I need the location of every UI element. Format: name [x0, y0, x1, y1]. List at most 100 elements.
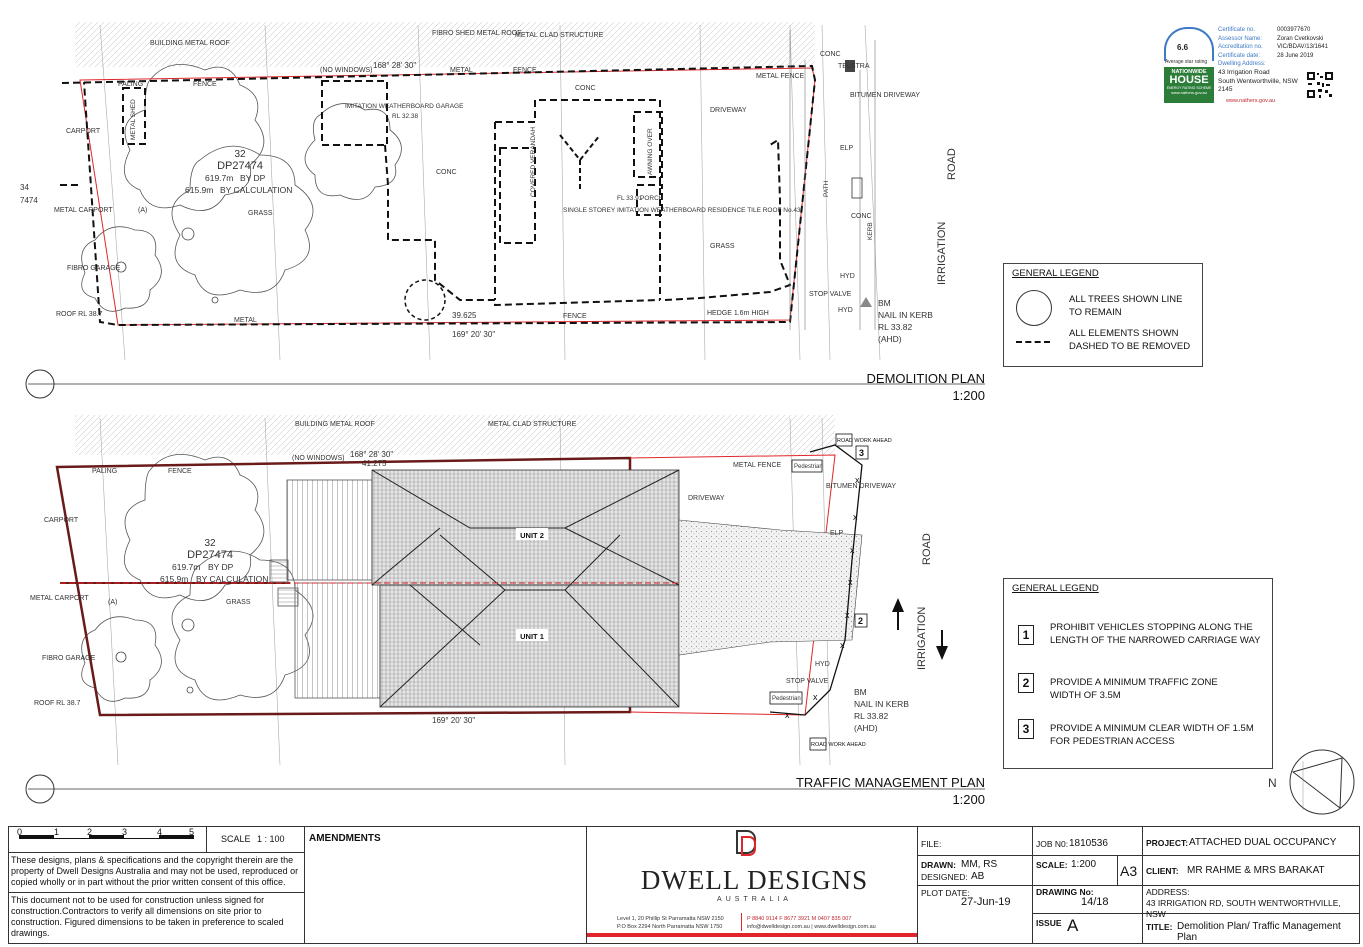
plan-label: IMITATION WEATHERBOARD GARAGE	[345, 103, 464, 110]
plan-label: PORCH	[640, 195, 664, 202]
rating-value: 6.6	[1177, 43, 1189, 52]
road-work-sign: ROAD WORK AHEAD	[837, 438, 892, 444]
driveway-area	[678, 519, 863, 656]
plan-label: METAL CLAD STRUCTURE	[488, 421, 577, 428]
tree-group	[81, 64, 446, 321]
deck	[286, 479, 373, 581]
plan-label: BUILDING METAL ROOF	[150, 40, 230, 47]
scale-value: 1 : 100	[257, 834, 285, 844]
irrigation-label-2: IRRIGATION	[916, 607, 928, 670]
title-value: Demolition Plan/ Traffic Management Plan	[1177, 921, 1341, 943]
pedestrian-sign: Pedestrian	[772, 696, 801, 702]
plan-label: CONC	[851, 213, 872, 220]
neighbour-hatch	[75, 22, 815, 67]
plan-label: (A)	[138, 207, 147, 214]
client-value: MR RAHME & MRS BARAKAT	[1187, 865, 1325, 876]
nathers-certificate: 6.6 Average star rating NATIONWIDE HOUSE…	[1160, 25, 1360, 110]
plan-label: (NO WINDOWS)	[292, 455, 345, 462]
plan-label: FL 33.91	[617, 195, 643, 202]
dwell-logo-icon	[736, 830, 758, 856]
cert-site-link[interactable]: www.nathers.gov.au	[1226, 98, 1276, 104]
plan-label: PALING	[92, 468, 117, 475]
scale-tick: 3	[122, 827, 128, 837]
scale-label: SCALE	[221, 834, 251, 844]
legend-item: PROVIDE A MINIMUM TRAFFIC ZONE WIDTH OF …	[1050, 677, 1218, 701]
star-rating-gauge-icon	[1164, 27, 1214, 61]
legend-item: PROHIBIT VEHICLES STOPPING ALONG THE LEN…	[1050, 622, 1261, 646]
plan-label: METAL	[450, 67, 473, 74]
qr-code-icon	[1306, 71, 1334, 99]
plan-label: 168° 28' 30"	[373, 61, 416, 70]
plan-label: BITUMEN DRIVEWAY	[850, 92, 920, 99]
road-label: ROAD	[946, 148, 958, 180]
unit-2-label: UNIT 2	[520, 531, 544, 540]
traffic-arrows	[892, 598, 948, 660]
plan-label: METAL	[234, 317, 257, 324]
plan-label: CARPORT	[66, 128, 101, 135]
brand-bar	[587, 933, 917, 937]
plan-label: CONC	[820, 51, 841, 58]
project-label: PROJECT:	[1146, 838, 1189, 848]
plan-label: METAL CARPORT	[54, 207, 113, 214]
area-by-dp: 619.7m	[205, 173, 233, 183]
issue-label: ISSUE	[1036, 918, 1062, 928]
svg-text:x: x	[813, 692, 818, 702]
traffic-plan-title: TRAFFIC MANAGEMENT PLAN	[795, 775, 985, 790]
north-arrow[interactable]	[1289, 749, 1355, 815]
amendments-label: AMENDMENTS	[309, 833, 381, 844]
address-label: ADDRESS:	[1146, 887, 1190, 897]
traffic-legend: GENERAL LEGEND 1 PROHIBIT VEHICLES STOPP…	[1003, 578, 1273, 769]
plan-label: HEDGE 1.6m HIGH	[707, 310, 769, 317]
title-label: TITLE:	[1146, 922, 1173, 932]
plan-label: FENCE	[168, 468, 192, 475]
traffic-marker-3: 3	[859, 448, 864, 458]
area-calc: 615.9m	[185, 185, 213, 195]
area-calc-2: 615.9m	[160, 574, 188, 584]
plan-label: FENCE	[513, 67, 537, 74]
file-label: FILE:	[921, 839, 942, 849]
plan-label: FIBRO GARAGE	[42, 655, 96, 662]
scale-tick: 1	[54, 827, 60, 837]
traffic-barrier	[769, 444, 863, 716]
nathers-logo: NATIONWIDE HOUSE ENERGY RATING SCHEME ww…	[1164, 67, 1214, 103]
plan-label: (A)	[108, 599, 117, 606]
drawing-no-label: DRAWING No:	[1036, 887, 1094, 897]
plan-label: CARPORT	[44, 517, 79, 524]
plan-label: SINGLE STOREY IMITATION WEATHERBOARD RES…	[563, 207, 801, 214]
ahd-label: (AHD)	[878, 334, 902, 344]
demolition-legend: GENERAL LEGEND ALL TREES SHOWN LINE TO R…	[1003, 263, 1203, 367]
tree-circle-icon	[1016, 290, 1052, 326]
plan-label: ELP	[830, 530, 844, 537]
units-roof	[60, 469, 780, 708]
irrigation-label: IRRIGATION	[936, 222, 948, 285]
dashed-line-icon	[1016, 341, 1050, 343]
legend-item: ALL TREES SHOWN LINE TO REMAIN	[1069, 294, 1183, 318]
plot-date-value: 27-Jun-19	[961, 896, 1011, 908]
plan-label: FENCE	[193, 81, 217, 88]
traffic-marker-2: 2	[858, 616, 863, 626]
office-address: Level 1, 20 Phillip St Parramatta NSW 21…	[617, 916, 724, 930]
lot-number: 32	[234, 149, 246, 160]
job-value: 1810536	[1069, 838, 1108, 849]
plan-label: 34	[20, 183, 29, 192]
title-block: 0 1 2 3 4 5 SCALE 1 : 100 AMENDMENTS The…	[8, 826, 1360, 944]
plot-date-label: PLOT DATE:	[921, 888, 970, 898]
plan-label: METAL FENCE	[733, 462, 782, 469]
plan-label: RL 32.38	[392, 113, 419, 120]
unit-1-label: UNIT 1	[520, 632, 544, 641]
plan-label: ROOF RL 38.7	[56, 311, 103, 318]
plan-label: BUILDING METAL ROOF	[295, 421, 375, 428]
scale-tick: 4	[157, 827, 163, 837]
scale2-value: 1:200	[1071, 859, 1097, 870]
area-by-dp-suffix: BY DP	[240, 173, 266, 183]
plan-label: DRIVEWAY	[710, 107, 747, 114]
nail-label-2: NAIL IN KERB	[854, 699, 909, 709]
plan-label: METAL FENCE	[756, 73, 805, 80]
plan-label: FIBRO SHED METAL ROOF	[432, 30, 521, 37]
plan-label: HYD	[815, 661, 830, 668]
issue-value: A	[1067, 916, 1079, 935]
plan-label: (NO WINDOWS)	[320, 67, 373, 74]
plan-label: PATH	[823, 180, 830, 197]
